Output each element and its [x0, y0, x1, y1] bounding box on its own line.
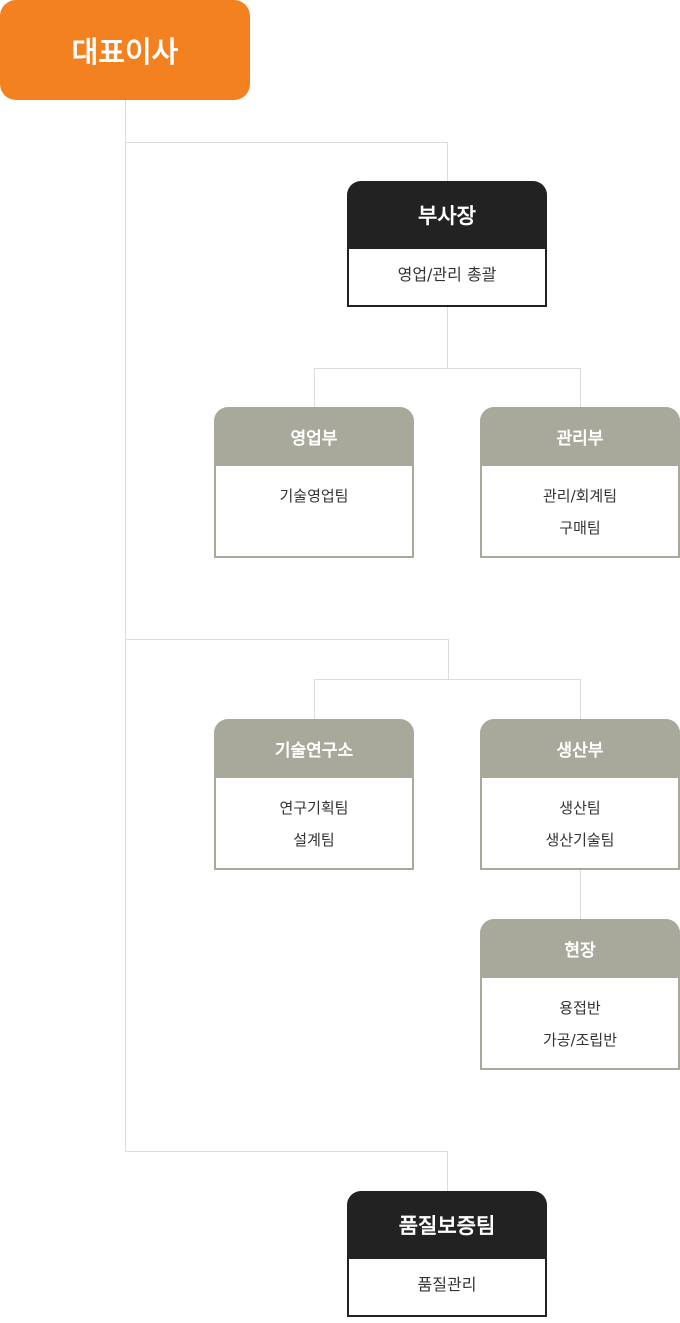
- connector-line: [447, 1151, 448, 1191]
- research-lab-node: 기술연구소 연구기획팀 설계팀: [214, 719, 414, 870]
- connector-line: [314, 368, 580, 369]
- connector-line: [125, 100, 126, 1151]
- node-title: 품질보증팀: [347, 1191, 547, 1259]
- node-title: 기술연구소: [214, 719, 414, 778]
- production-dept-node: 생산부 생산팀 생산기술팀: [480, 719, 680, 870]
- node-item: 가공/조립반: [542, 1031, 618, 1049]
- node-title: 관리부: [480, 407, 680, 466]
- node-title: 부사장: [347, 181, 547, 249]
- node-item: 영업/관리 총괄: [397, 265, 497, 284]
- connector-line: [580, 870, 581, 919]
- node-item: 설계팀: [293, 831, 335, 849]
- node-body: 용접반 가공/조립반: [480, 978, 680, 1070]
- node-title: 현장: [480, 919, 680, 978]
- node-body: 연구기획팀 설계팀: [214, 778, 414, 870]
- node-body: 영업/관리 총괄: [347, 249, 547, 307]
- node-item: 연구기획팀: [279, 799, 349, 817]
- connector-line: [314, 679, 580, 680]
- node-body: 기술영업팀: [214, 466, 414, 558]
- connector-line: [580, 368, 581, 407]
- node-item: 생산기술팀: [545, 831, 615, 849]
- node-body: 관리/회계팀 구매팀: [480, 466, 680, 558]
- connector-line: [314, 679, 315, 719]
- node-item: 용접반: [559, 999, 601, 1017]
- node-item: 구매팀: [559, 519, 601, 537]
- field-node: 현장 용접반 가공/조립반: [480, 919, 680, 1070]
- node-title: 영업부: [214, 407, 414, 466]
- admin-dept-node: 관리부 관리/회계팀 구매팀: [480, 407, 680, 558]
- node-body: 생산팀 생산기술팀: [480, 778, 680, 870]
- node-body: 품질관리: [347, 1259, 547, 1317]
- connector-line: [447, 142, 448, 181]
- connector-line: [448, 639, 449, 679]
- vice-president-node: 부사장 영업/관리 총괄: [347, 181, 547, 307]
- connector-line: [125, 142, 447, 143]
- quality-team-node: 품질보증팀 품질관리: [347, 1191, 547, 1317]
- sales-dept-node: 영업부 기술영업팀: [214, 407, 414, 558]
- node-item: 관리/회계팀: [542, 487, 618, 505]
- node-item: 품질관리: [417, 1275, 477, 1294]
- node-item: 생산팀: [559, 799, 601, 817]
- node-item: 기술영업팀: [279, 487, 349, 505]
- connector-line: [447, 307, 448, 368]
- node-title: 생산부: [480, 719, 680, 778]
- connector-line: [580, 679, 581, 719]
- connector-line: [125, 1151, 447, 1152]
- connector-line: [314, 368, 315, 407]
- ceo-node: 대표이사: [0, 0, 250, 100]
- connector-line: [125, 639, 448, 640]
